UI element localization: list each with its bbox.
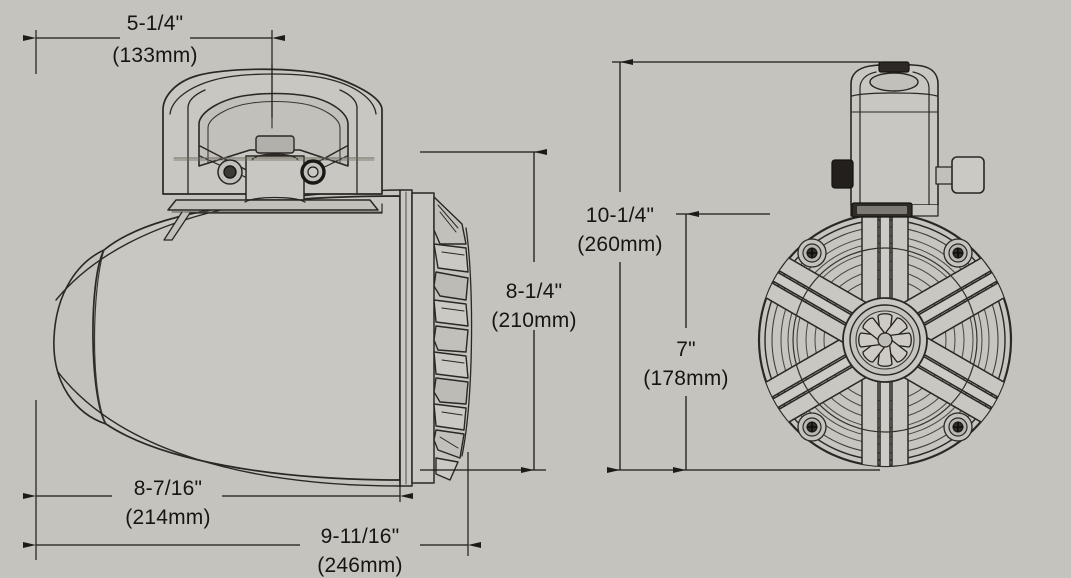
dim-label-overall-height-metric: (260mm) (577, 233, 662, 256)
clamp-leg-right (339, 89, 358, 195)
dim-label-enclosure-depth-imperial: 8-7/16" (134, 477, 202, 500)
dim-label-face-height-imperial: 8-1/4" (506, 280, 563, 303)
dimension-layer (23, 30, 880, 560)
dim-label-overall-depth-imperial: 9-11/16" (321, 525, 400, 548)
dimension-text-layer: 5-1/4" (133mm) 8-1/4" (210mm) 8-7/16" (2… (112, 12, 728, 577)
grille-screw-bottom-left (797, 412, 827, 442)
grille-rim-profile (411, 192, 435, 484)
dimension-overall-depth (23, 452, 481, 556)
dimension-bracket-width (23, 30, 285, 118)
clamp-mount-ledge (189, 203, 383, 214)
side-view (53, 63, 473, 487)
grille-outer-edge (461, 227, 473, 457)
bracket-clamp (162, 68, 383, 241)
speaker-grille (757, 202, 1013, 468)
grille-screw-top-right (943, 238, 973, 268)
dimension-overall-height (607, 59, 880, 473)
clamp-shell-top-line (169, 73, 377, 115)
clamp-leg-left (187, 89, 206, 195)
enclosure-bottom-sweep (57, 371, 401, 487)
clamp-hole-right (300, 159, 326, 185)
bracket-housing-inner-left (859, 71, 877, 206)
dim-label-bracket-width-imperial: 5-1/4" (127, 12, 184, 35)
dim-label-enclosure-depth-metric: (214mm) (125, 506, 210, 529)
grille-screw-top-left (797, 238, 827, 268)
clamp-top-nub (255, 135, 295, 154)
bracket-top-plug (878, 61, 910, 73)
clamp-inner-arch (198, 92, 349, 167)
bracket-housing-inner-right (912, 71, 930, 206)
grille-screws (797, 238, 973, 442)
clamp-inner-arch-inner (207, 100, 341, 163)
grille-mid-ring (792, 247, 978, 433)
dim-label-grille-diameter-metric: (178mm) (643, 367, 728, 390)
bracket-left-fitting (831, 159, 854, 189)
clamp-base-wave (244, 196, 306, 203)
dim-label-bracket-width-metric: (133mm) (112, 44, 197, 67)
bracket-top-cap (869, 72, 919, 92)
dim-label-overall-height-imperial: 10-1/4" (586, 204, 654, 227)
grille-center-star-icon (858, 313, 912, 367)
dim-label-face-height-metric: (210mm) (491, 309, 576, 332)
clamp-hole-left (217, 159, 243, 185)
dim-label-grille-diameter-imperial: 7" (676, 338, 696, 361)
dimension-enclosure-depth (23, 400, 413, 560)
front-view (757, 61, 1013, 468)
clamp-base-plate (167, 199, 379, 211)
clamp-mount-neck (163, 211, 191, 241)
bracket-adjust-knob[interactable] (951, 156, 985, 194)
enclosure-rear-seam (93, 249, 107, 425)
grille-screw-bottom-right (943, 412, 973, 442)
enclosure-rear-cap (53, 249, 107, 425)
grille-profile (433, 196, 469, 481)
clamp-center-block (245, 155, 305, 201)
grille-badge (851, 202, 913, 218)
dim-label-overall-depth-metric: (246mm) (317, 554, 402, 577)
dimension-grille-diameter (673, 211, 770, 473)
dimension-face-height (420, 149, 547, 473)
bracket-housing-band (851, 92, 938, 97)
